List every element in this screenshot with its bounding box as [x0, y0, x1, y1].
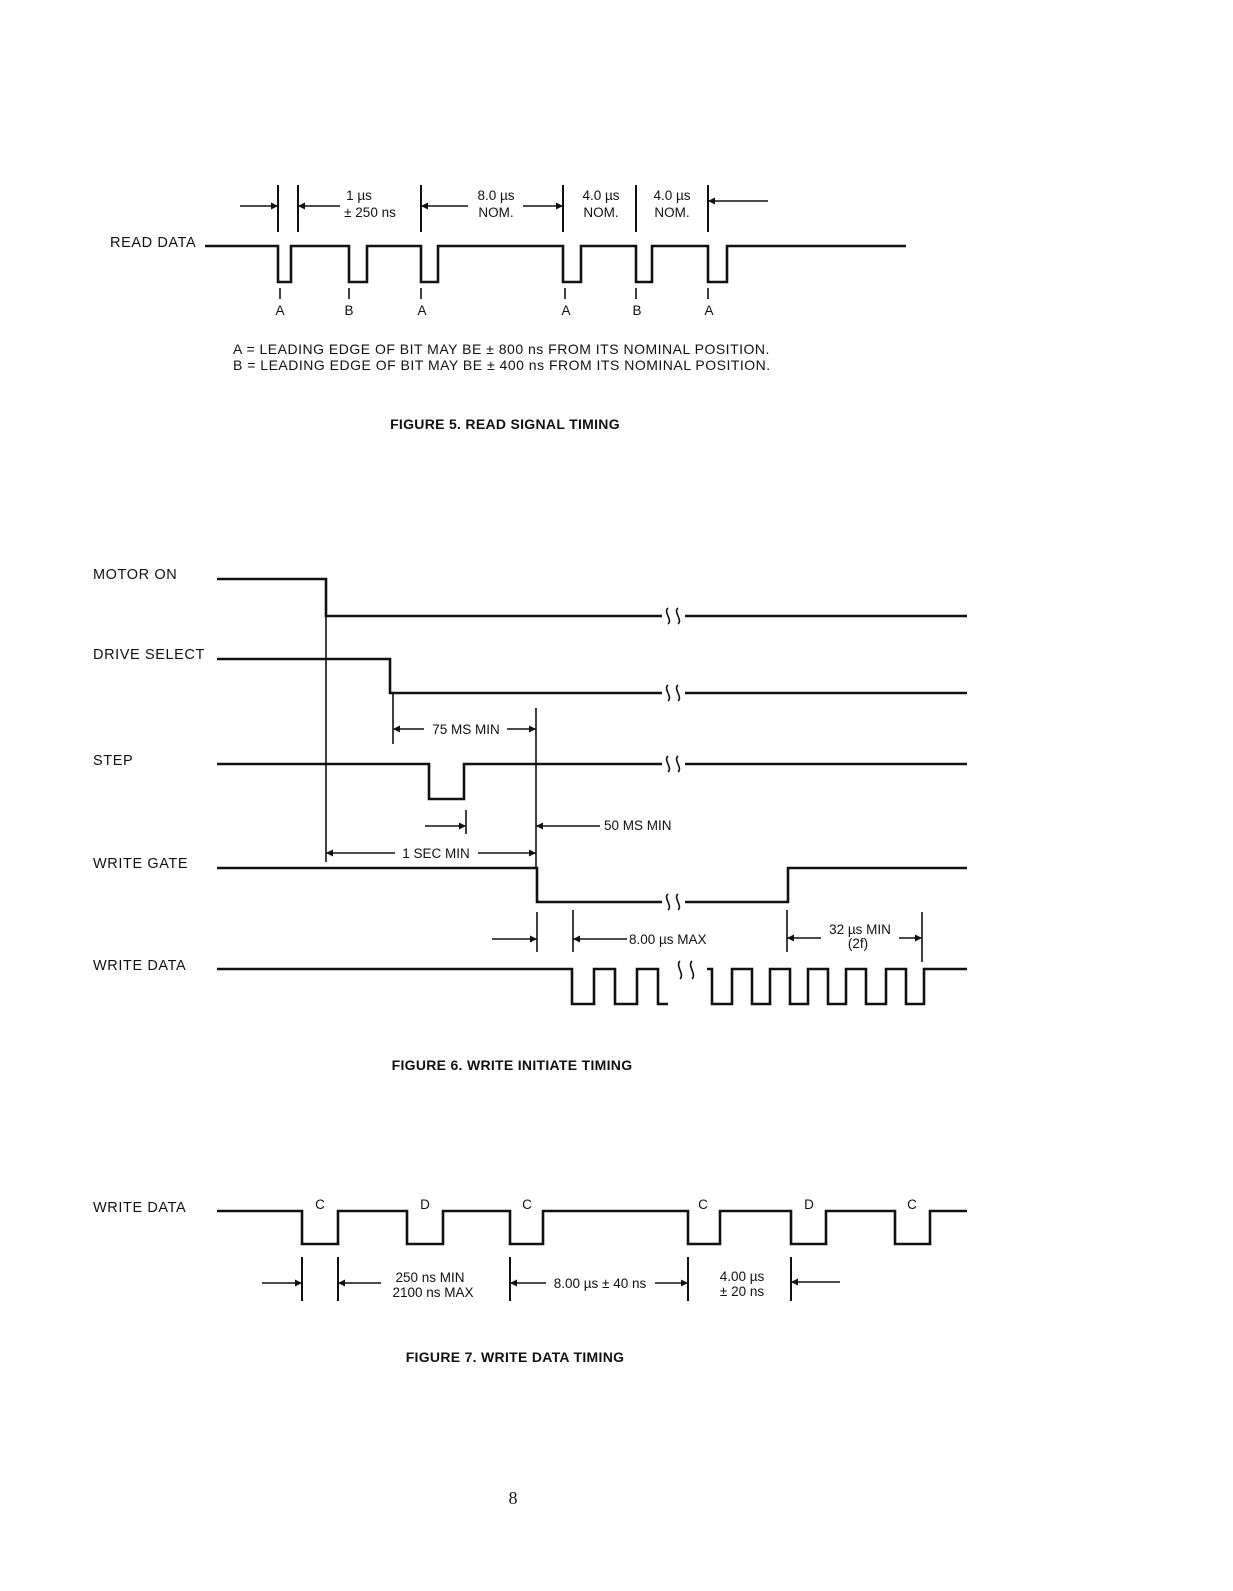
pulse-label-c-4: C — [907, 1197, 917, 1212]
dim-1us-line2: ± 250 ns — [344, 205, 396, 220]
page-number: 8 — [509, 1488, 518, 1508]
dim-8us-max: 8.00 µs MAX — [629, 932, 707, 947]
write-data-label: WRITE DATA — [93, 958, 186, 974]
dim-32us-line1: 32 µs MIN — [829, 922, 891, 937]
figure-6-write-initiate-timing: MOTOR ON DRIVE SELECT STEP WRITE GATE WR… — [93, 567, 967, 1073]
pulse-label-c-2: C — [522, 1197, 532, 1212]
dim-4us-line1: 4.00 µs — [720, 1269, 765, 1284]
pulse-label-a-4: A — [704, 303, 713, 318]
dim-4us-line2: ± 20 ns — [720, 1284, 764, 1299]
motor-on-waveform — [217, 577, 967, 618]
note-b: B = LEADING EDGE OF BIT MAY BE ± 400 ns … — [233, 357, 771, 373]
read-data-waveform — [205, 244, 906, 284]
figure-7-caption: FIGURE 7. WRITE DATA TIMING — [406, 1349, 625, 1365]
dim-4us-a-line2: NOM. — [583, 205, 618, 220]
motor-on-label: MOTOR ON — [93, 567, 177, 583]
dim-4us-b-line1: 4.0 µs — [653, 188, 690, 203]
figure-5-caption: FIGURE 5. READ SIGNAL TIMING — [390, 416, 620, 432]
dim-8us-line2: NOM. — [478, 205, 513, 220]
read-dimension-arrows — [240, 197, 768, 210]
write-gate-waveform — [217, 866, 967, 904]
write-data-label-fig7: WRITE DATA — [93, 1200, 186, 1216]
dim-250ns-line2: 2100 ns MAX — [392, 1285, 473, 1300]
write-data-waveform-fig7 — [217, 1209, 967, 1246]
figure-5-read-signal-timing: READ DATA 1 µs ± 250 ns 8.0 µs NOM. 4.0 … — [110, 185, 906, 432]
read-data-label: READ DATA — [110, 235, 196, 251]
step-label: STEP — [93, 753, 133, 769]
dim-32us-line2: (2f) — [848, 936, 868, 951]
dim-1us-line1: 1 µs — [346, 188, 372, 203]
note-a: A = LEADING EDGE OF BIT MAY BE ± 800 ns … — [233, 341, 770, 357]
pulse-label-d-2: D — [804, 1197, 814, 1212]
drive-select-waveform — [217, 657, 967, 695]
write-data-waveform-fig6 — [217, 967, 967, 1006]
figure-7-write-data-timing: WRITE DATA C D C C D C 250 ns MIN 2100 n… — [93, 1197, 967, 1365]
step-waveform — [217, 762, 967, 801]
read-pulse-markers — [279, 288, 709, 299]
dim-50ms: 50 MS MIN — [604, 818, 672, 833]
pulse-label-c-1: C — [315, 1197, 325, 1212]
pulse-label-a-3: A — [561, 303, 570, 318]
dim-250ns-line1: 250 ns MIN — [395, 1270, 464, 1285]
pulse-label-b-2: B — [632, 303, 641, 318]
write-gate-label: WRITE GATE — [93, 856, 188, 872]
write-data-ticks — [301, 1257, 792, 1301]
dim-8us-40ns: 8.00 µs ± 40 ns — [554, 1276, 647, 1291]
dim-1sec: 1 SEC MIN — [402, 846, 470, 861]
timing-reference-lines — [325, 616, 923, 962]
pulse-label-a-1: A — [275, 303, 284, 318]
pulse-label-c-3: C — [698, 1197, 708, 1212]
pulse-label-d-1: D — [420, 1197, 430, 1212]
pulse-label-b-1: B — [344, 303, 353, 318]
dim-4us-b-line2: NOM. — [654, 205, 689, 220]
drive-select-label: DRIVE SELECT — [93, 647, 205, 663]
dim-4us-a-line1: 4.0 µs — [582, 188, 619, 203]
time-break-marks — [665, 607, 695, 980]
pulse-label-a-2: A — [417, 303, 426, 318]
write-initiate-arrows — [326, 725, 922, 943]
dim-75ms: 75 MS MIN — [432, 722, 500, 737]
write-data-arrows — [262, 1278, 840, 1287]
dim-8us-line1: 8.0 µs — [477, 188, 514, 203]
figure-6-caption: FIGURE 6. WRITE INITIATE TIMING — [392, 1057, 633, 1073]
